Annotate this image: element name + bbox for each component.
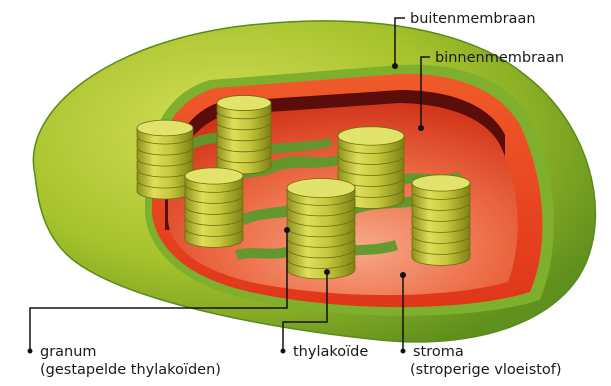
dot-inner-membrane <box>418 125 424 131</box>
dot-thylakoid-end <box>281 349 286 354</box>
label-thylakoid: thylakoïde <box>293 344 368 360</box>
granum-stack <box>412 175 470 265</box>
label-granum: granum <box>40 344 97 360</box>
thylakoid-top <box>217 95 271 110</box>
thylakoid-top <box>412 175 470 191</box>
dot-stroma-end <box>401 349 406 354</box>
label-stroma-note: (stroperige vloeistof) <box>410 362 562 378</box>
thylakoid-top <box>338 127 404 145</box>
granum-stack <box>217 95 271 173</box>
label-inner-membrane: binnenmembraan <box>435 50 564 66</box>
dot-thylakoid <box>324 269 330 275</box>
thylakoid-top <box>137 120 193 136</box>
dot-stroma <box>400 272 406 278</box>
label-stroma: stroma <box>413 344 464 360</box>
dot-granum-end <box>28 349 33 354</box>
dot-outer-membrane <box>392 63 398 69</box>
granum-stack <box>287 178 355 278</box>
label-outer-membrane: buitenmembraan <box>410 11 536 27</box>
granum-stack <box>185 168 243 247</box>
thylakoid-top <box>185 168 243 184</box>
thylakoid-top <box>287 178 355 197</box>
dot-granum <box>284 227 290 233</box>
label-granum-note: (gestapelde thylakoïden) <box>40 362 221 378</box>
